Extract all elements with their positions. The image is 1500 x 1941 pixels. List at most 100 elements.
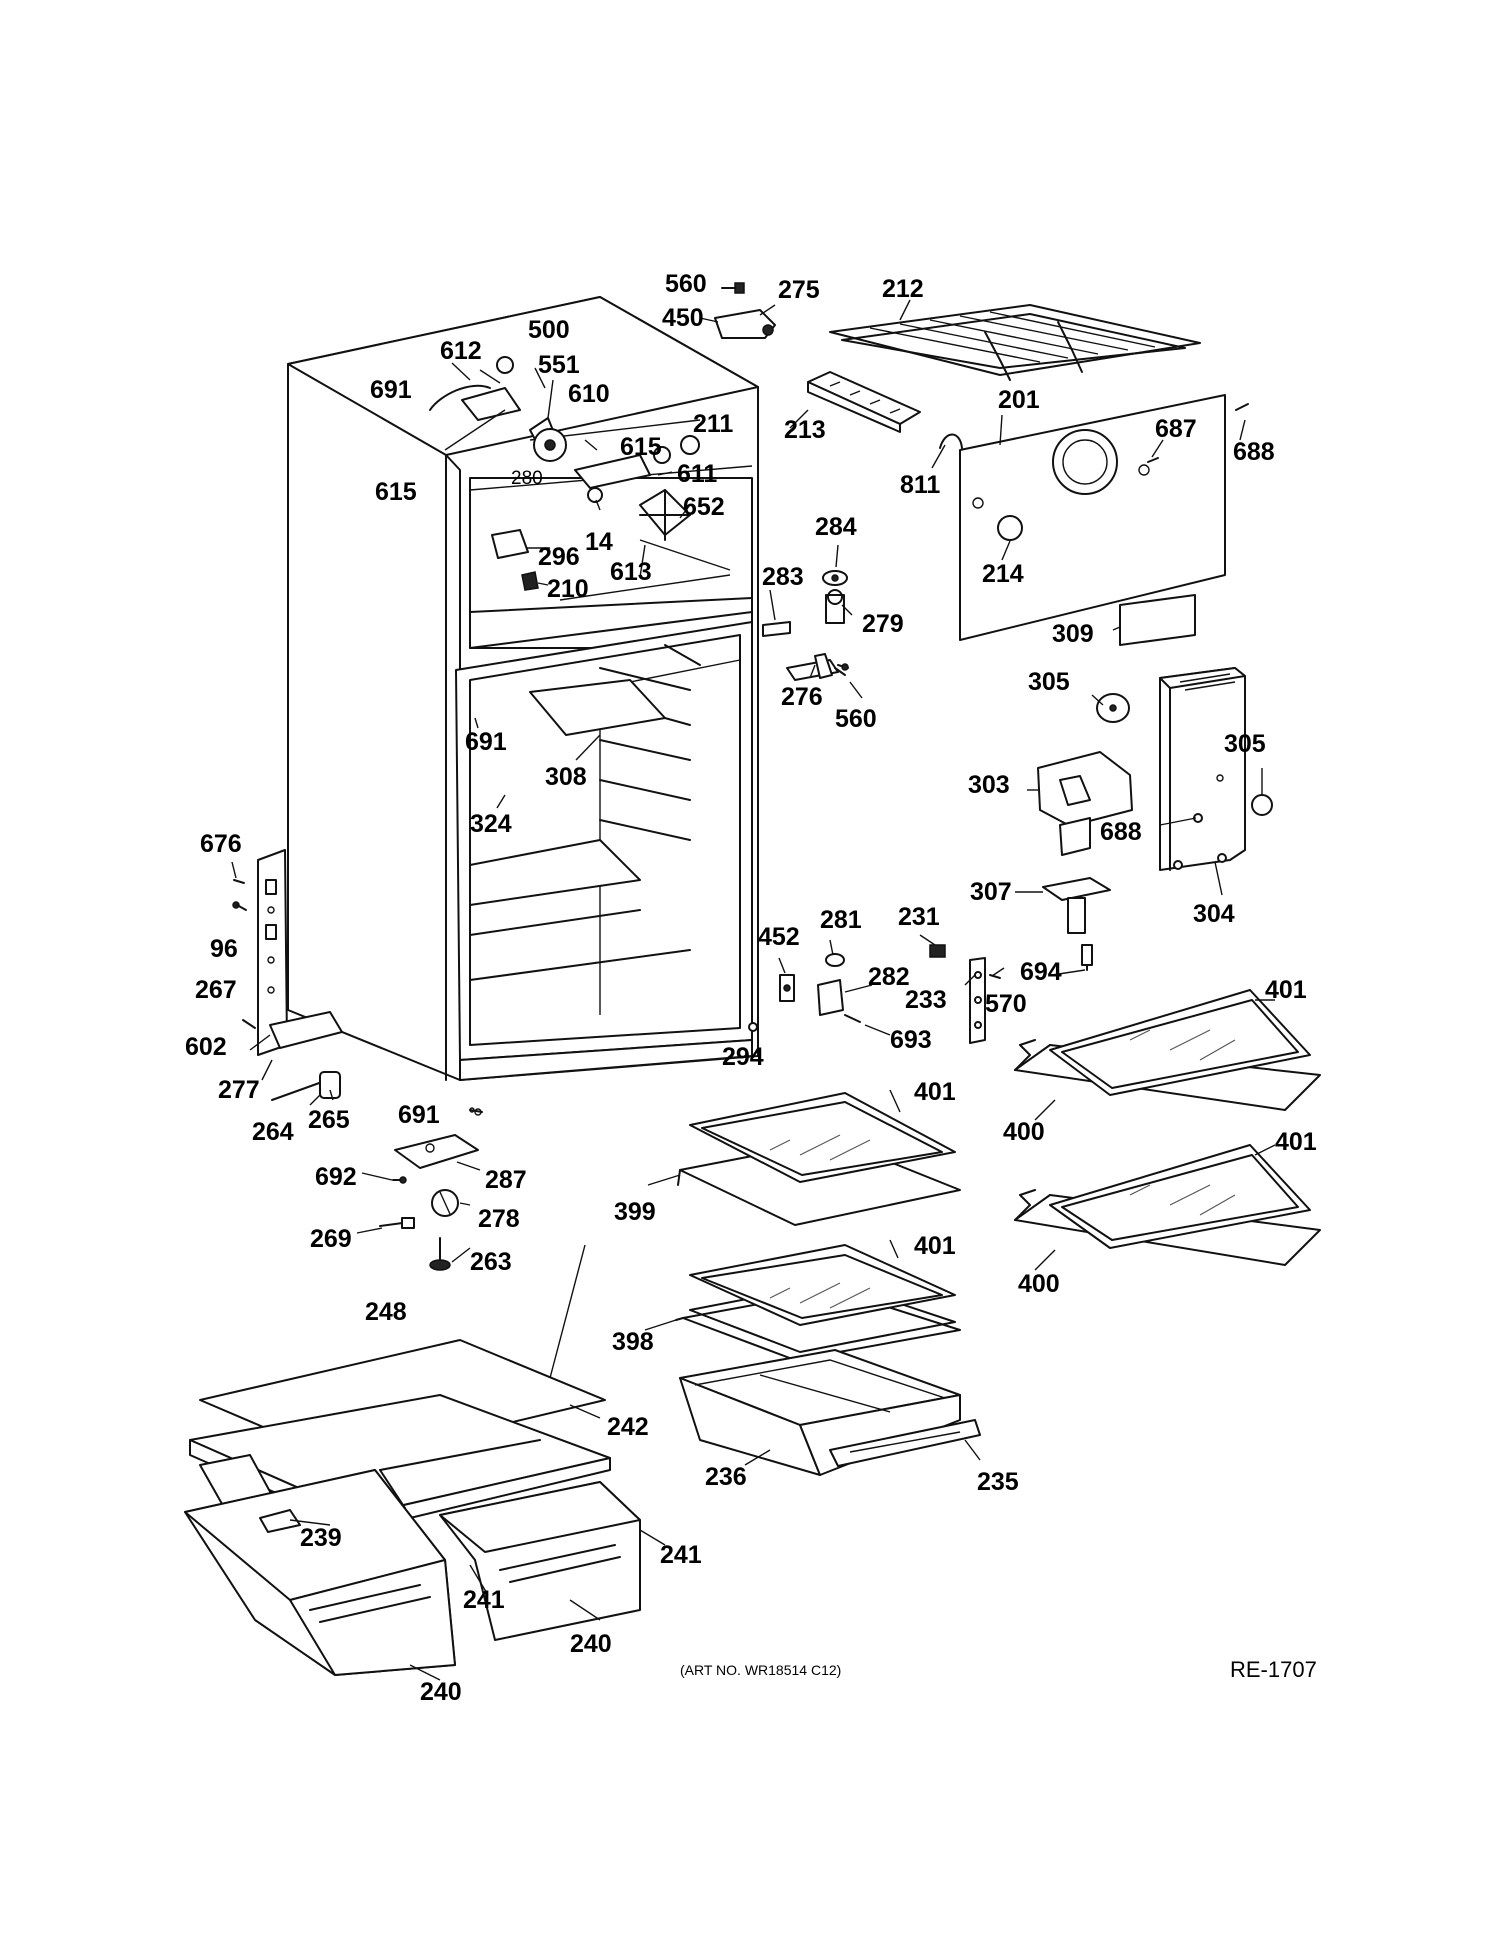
label-241-a: 241: [660, 1541, 702, 1569]
label-269: 269: [310, 1225, 352, 1253]
evaporator-cover-panel: [939, 394, 1249, 641]
label-263: 263: [470, 1248, 512, 1276]
label-691b: 691: [465, 728, 507, 756]
label-400-a: 400: [1003, 1118, 1045, 1146]
label-240-b: 240: [420, 1678, 462, 1706]
label-551: 551: [538, 351, 580, 379]
label-652: 652: [683, 493, 725, 521]
bottom-hinge-and-roller: [379, 1134, 479, 1271]
center-shelf-399: [677, 1092, 961, 1226]
label-284: 284: [815, 513, 857, 541]
label-240-a: 240: [570, 1630, 612, 1658]
label-287: 287: [485, 1166, 527, 1194]
drawer-slide-239: [259, 1509, 301, 1533]
top-hinge-275: [714, 282, 776, 339]
label-305: 305: [1028, 668, 1070, 696]
label-691c: 691: [398, 1101, 440, 1129]
label-560b: 560: [835, 705, 877, 733]
label-280: 280: [511, 468, 543, 489]
label-278: 278: [478, 1205, 520, 1233]
label-688: 688: [1233, 438, 1275, 466]
crisper-drawer-left: [184, 1469, 456, 1676]
label-236: 236: [705, 1463, 747, 1491]
label-303: 303: [968, 771, 1010, 799]
light-socket: [1042, 877, 1111, 971]
label-811: 811: [900, 471, 940, 499]
label-276: 276: [781, 683, 823, 711]
label-275: 275: [778, 276, 820, 304]
label-500: 500: [528, 316, 570, 344]
label-214: 214: [982, 560, 1024, 588]
label-264: 264: [252, 1118, 294, 1146]
label-241-b: 241: [463, 1586, 505, 1614]
label-248: 248: [365, 1298, 407, 1326]
label-610: 610: [568, 380, 610, 408]
freezer-wire-shelf: [829, 304, 1201, 381]
label-694: 694: [1020, 958, 1062, 986]
control-housing: [1037, 667, 1273, 871]
label-692: 692: [315, 1163, 357, 1191]
refrigerator-cabinet: [287, 296, 759, 1081]
label-612: 612: [440, 337, 482, 365]
right-cantilever-shelf-upper: [1014, 989, 1321, 1111]
left-side-hardware: [232, 849, 483, 1116]
label-213: 213: [784, 416, 826, 444]
label-676: 676: [200, 830, 242, 858]
label-233: 233: [905, 986, 947, 1014]
label-267: 267: [195, 976, 237, 1004]
label-401-a: 401: [1265, 976, 1307, 1004]
label-615: 615: [375, 478, 417, 506]
label-235: 235: [977, 1468, 1019, 1496]
label-324: 324: [470, 810, 512, 838]
label-296: 296: [538, 543, 580, 571]
label-281: 281: [820, 906, 862, 934]
label-282: 282: [868, 963, 910, 991]
center-shelf-398: [675, 1244, 961, 1361]
label-242: 242: [607, 1413, 649, 1441]
label-96: 96: [210, 935, 238, 963]
mid-door-hardware: [748, 944, 1001, 1044]
label-307: 307: [970, 878, 1012, 906]
label-plate: [1119, 594, 1196, 646]
label-211: 211: [693, 410, 733, 438]
label-615b: 615: [620, 433, 662, 461]
label-693: 693: [890, 1026, 932, 1054]
label-212: 212: [882, 275, 924, 303]
label-277: 277: [218, 1076, 260, 1104]
crisper-drawer-right: [439, 1481, 641, 1641]
label-401-c: 401: [1275, 1128, 1317, 1156]
label-687: 687: [1155, 415, 1197, 443]
label-602: 602: [185, 1033, 227, 1061]
label-294: 294: [722, 1043, 764, 1071]
label-691: 691: [370, 376, 412, 404]
label-613: 613: [610, 558, 652, 586]
label-304: 304: [1193, 900, 1235, 928]
ice-tray: [807, 371, 921, 433]
label-401-b: 401: [914, 1078, 956, 1106]
leader-lines: [231, 299, 1276, 1681]
label-239: 239: [300, 1524, 342, 1552]
label-305b: 305: [1224, 730, 1266, 758]
label-401-d: 401: [914, 1232, 956, 1260]
label-398: 398: [612, 1328, 654, 1356]
label-570: 570: [985, 990, 1027, 1018]
freezer-components: [429, 356, 700, 591]
label-611: 611: [677, 460, 717, 488]
art-number: (ART NO. WR18514 C12): [680, 1662, 841, 1678]
label-450: 450: [662, 304, 704, 332]
label-14: 14: [585, 528, 613, 556]
label-309: 309: [1052, 620, 1094, 648]
label-400-b: 400: [1018, 1270, 1060, 1298]
right-cantilever-shelf-lower: [1014, 1144, 1321, 1266]
snack-pan: [679, 1349, 981, 1476]
label-560: 560: [665, 270, 707, 298]
label-265: 265: [308, 1106, 350, 1134]
label-452: 452: [758, 923, 800, 951]
label-231: 231: [898, 903, 940, 931]
label-201: 201: [998, 386, 1040, 414]
diagram-code: RE-1707: [1230, 1657, 1317, 1682]
label-210: 210: [547, 575, 589, 603]
label-279: 279: [862, 610, 904, 638]
